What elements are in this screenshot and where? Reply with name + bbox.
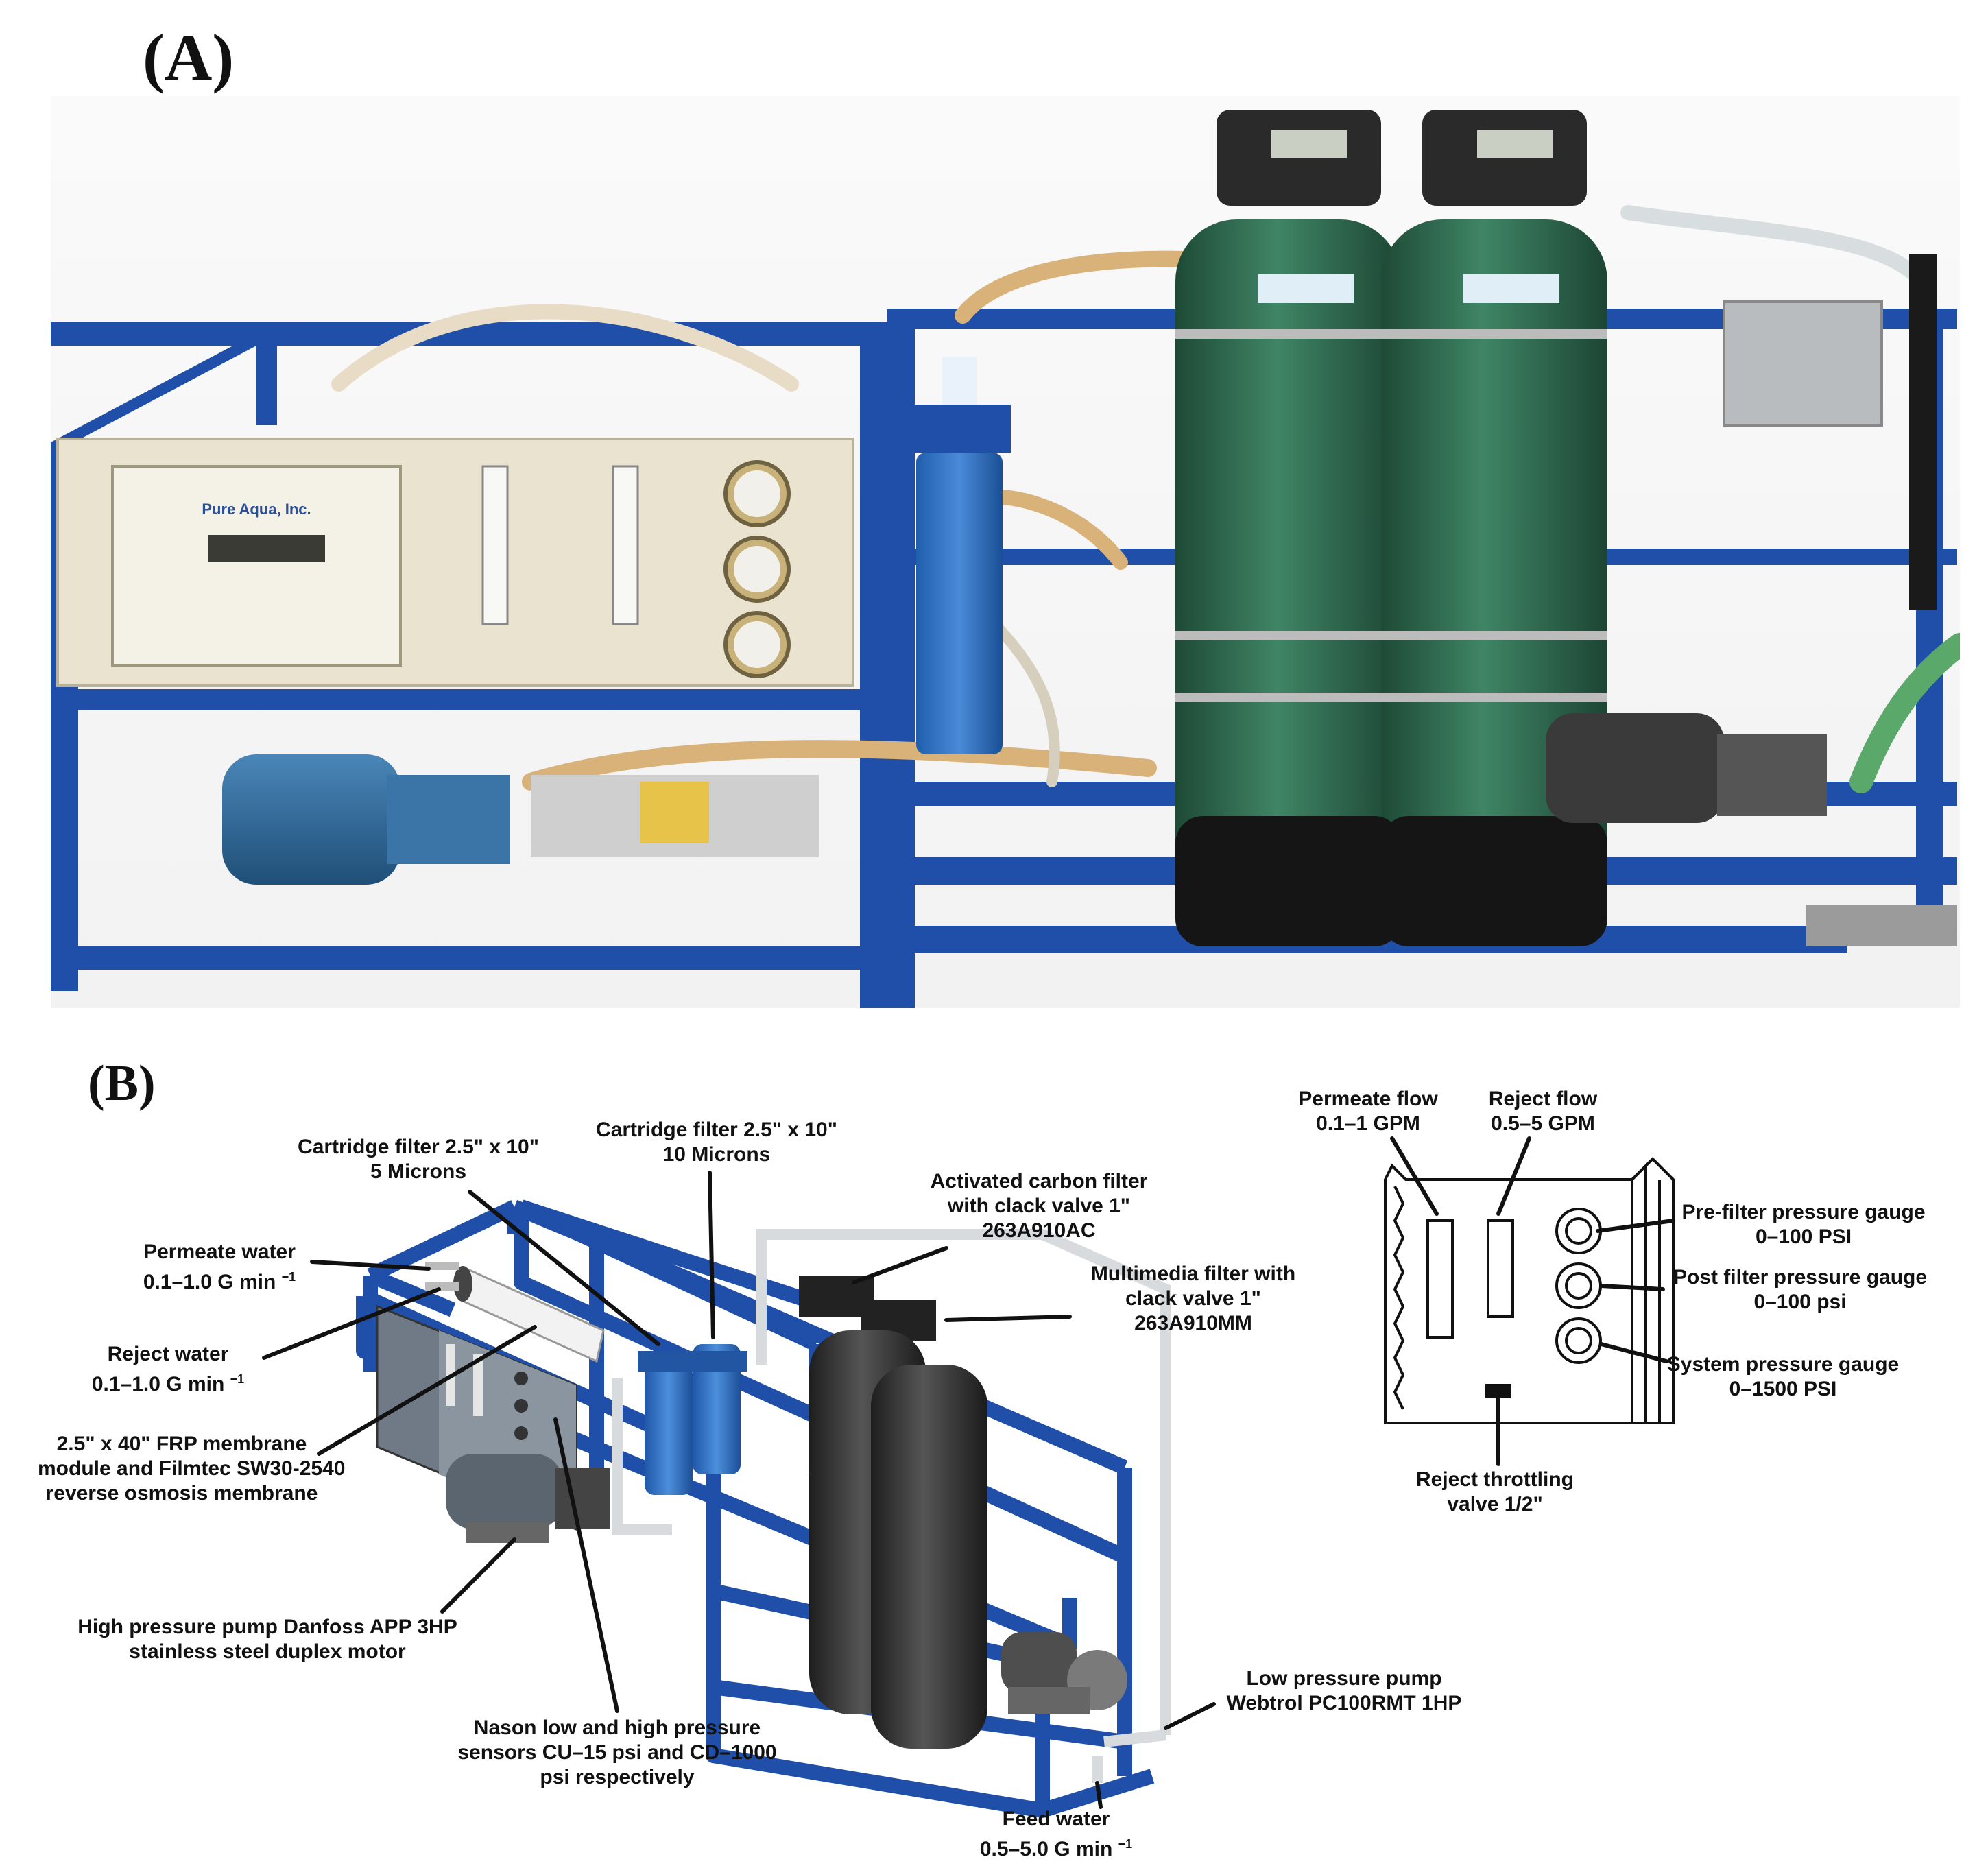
diagram-tanks [799,1276,987,1749]
callout-prefilter-gauge: Pre-filter pressure gauge 0–100 PSI [1681,1201,1926,1248]
callout-hp-pump: High pressure pump Danfoss APP 3HP stain… [77,1616,457,1663]
diagram-cartridges [638,1344,747,1495]
photo-bottom-pipe [1806,905,1957,946]
photo-tanks [1175,110,1607,946]
panel-b-label: (B) [88,1055,156,1112]
callout-cartridge-5-micron: Cartridge filter 2.5" x 10" 5 Microns [298,1136,539,1183]
control-panel: Pure Aqua, Inc. [56,438,854,687]
callout-permeate-flow: Permeate flow 0.1–1 GPM [1298,1088,1438,1135]
flow-panel-schematic [1384,1157,1675,1424]
diagram-upper-frame [363,1199,604,1468]
callout-lp-pump: Low pressure pump Webtrol PC100RMT 1HP [1226,1667,1462,1714]
photo-electrical-box [1723,254,1937,610]
diagram-membrane [425,1262,605,1363]
panel-a-label: (A) [143,21,235,94]
callout-postfilter-gauge: Post filter pressure gauge 0–100 psi [1673,1266,1928,1313]
diagram-control-panel [376,1304,577,1531]
photo-cartridge-filter [908,357,1011,754]
callout-nason-sensors: Nason low and high pressure sensors CU–1… [457,1716,777,1788]
callout-multimedia-filter: Multimedia filter with clack valve 1" 26… [1090,1262,1296,1334]
callout-feed-water: Feed water 0.5–5.0 G min −1 [979,1808,1133,1860]
callout-permeate-water: Permeate water 0.1–1.0 G min −1 [143,1241,296,1293]
hoses [331,205,1960,793]
callout-system-gauge: System pressure gauge 0–1500 PSI [1666,1353,1900,1400]
callout-reject-water: Reject water 0.1–1.0 G min −1 [91,1343,245,1396]
diagram-lp-pump [1001,1632,1127,1714]
callout-cartridge-10-micron: Cartridge filter 2.5" x 10" 10 Microns [596,1118,837,1166]
callout-reject-flow: Reject flow 0.5–5 GPM [1488,1088,1598,1135]
callout-throttle-valve: Reject throttling valve 1/2" [1416,1468,1574,1516]
photo-motors [222,713,1827,885]
callout-membrane: 2.5" x 40" FRP membrane module and Filmt… [38,1433,346,1505]
photo-ro-system: Pure Aqua, Inc. [51,96,1960,1008]
diagram-hp-pump [446,1454,610,1543]
callout-carbon-filter: Activated carbon filter with clack valve… [930,1170,1148,1242]
photo-brand-text: Pure Aqua, Inc. [202,501,311,518]
photo-illustration: Pure Aqua, Inc. [51,110,1960,1008]
